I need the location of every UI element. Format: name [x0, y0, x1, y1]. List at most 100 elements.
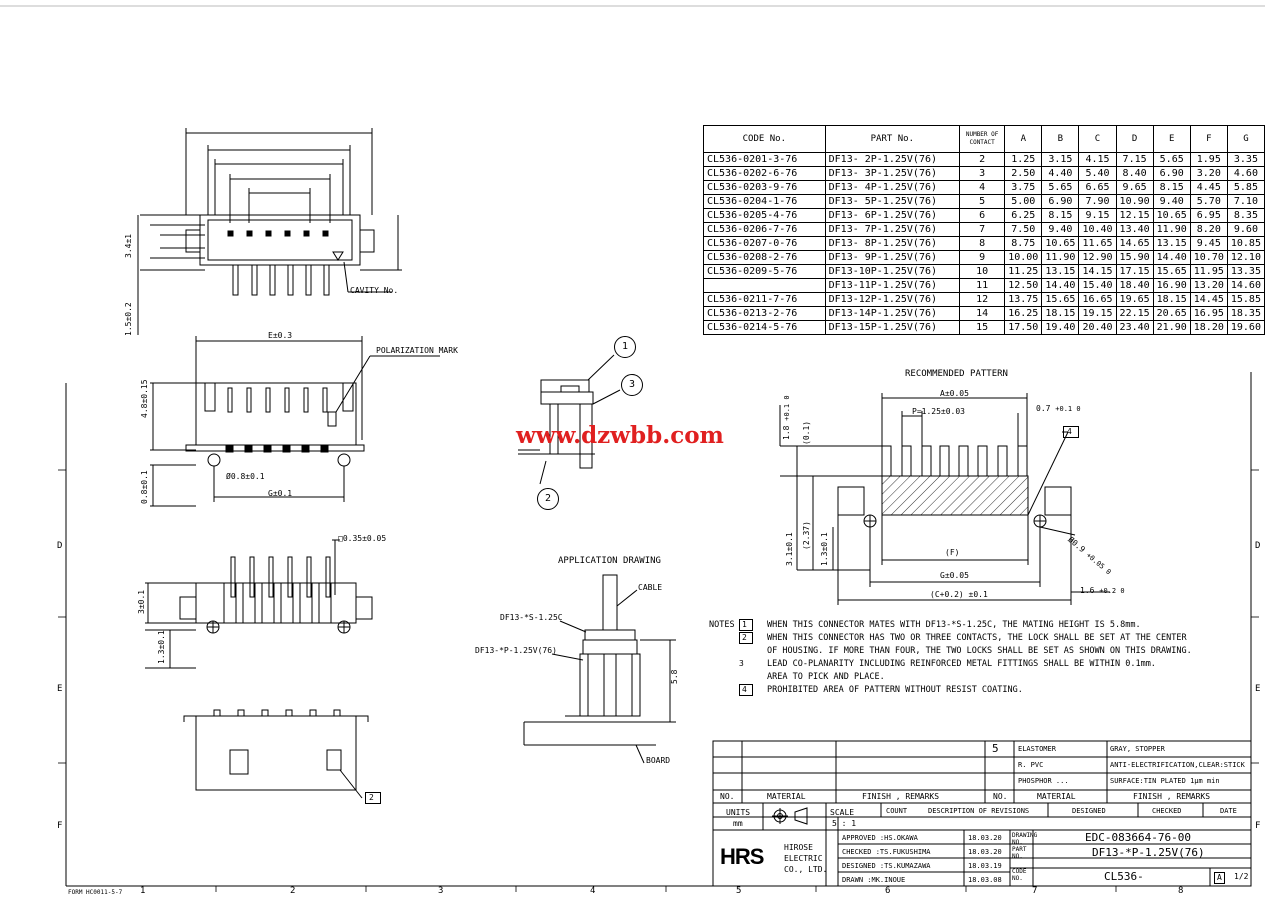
value-cell: 12.90 [1078, 250, 1117, 265]
p-dimension: P=1.25±0.03 [912, 407, 965, 416]
r01-dimension: (0.1) [802, 420, 811, 445]
value-cell: 11.25 [1004, 264, 1043, 279]
code-cell: CL536-0207-0-76 [703, 236, 826, 251]
value-cell: 18.20 [1189, 320, 1228, 335]
material-finish: GRAY, STOPPER [1110, 745, 1165, 753]
checked-by: CHECKED :TS.FUKUSHIMA [842, 848, 931, 856]
value-cell: 19.40 [1041, 320, 1080, 335]
company-logo: HRS [720, 844, 764, 869]
r18-value: 1.8 [782, 425, 791, 440]
code-cell: CL536-0206-7-76 [703, 222, 826, 237]
square-dimension: □0.35±0.05 [338, 534, 387, 543]
column-marker: 5 [736, 886, 742, 896]
a-dimension: A±0.05 [940, 389, 969, 398]
value-cell: 7.90 [1078, 194, 1117, 209]
value-cell: 13.15 [1041, 264, 1080, 279]
value-cell: 5.65 [1152, 152, 1191, 167]
row-marker-left: F [57, 821, 63, 831]
value-cell: 10.65 [1041, 236, 1080, 251]
height-08: 0.8±0.1 [140, 470, 149, 504]
hole-dimension: Ø0.8±0.1 [226, 472, 265, 481]
pattern-title: RECOMMENDED PATTERN [905, 369, 1008, 379]
value-cell: 10.85 [1226, 236, 1265, 251]
value-cell: 8.15 [1041, 208, 1080, 223]
value-cell: 6.95 [1189, 208, 1228, 223]
column-marker: 2 [290, 886, 296, 896]
w16-value: 1.6 [1080, 586, 1095, 595]
cavity-label: CAVITY No. [350, 286, 399, 295]
value-cell: 18.40 [1115, 278, 1154, 293]
value-cell: 10 [959, 264, 1006, 279]
material-no: 5 [992, 742, 999, 755]
column-marker: 8 [1178, 886, 1184, 896]
value-cell: 13.15 [1152, 236, 1191, 251]
row-marker-right: D [1255, 541, 1261, 551]
value-cell: 18.15 [1152, 292, 1191, 307]
value-cell: 10.65 [1152, 208, 1191, 223]
r18-dimension: 1.8 +0.1 0 [782, 395, 792, 440]
column-marker: 7 [1032, 886, 1038, 896]
company-name-3: CO., LTD. [784, 865, 828, 874]
material-finish: SURFACE:TIN PLATED 1μm min [1110, 777, 1220, 785]
r13-dimension: 1.3±0.1 [820, 532, 829, 566]
note-line: WHEN THIS CONNECTOR HAS TWO OR THREE CON… [767, 633, 1187, 643]
value-cell: 3.15 [1041, 152, 1080, 167]
drawn-date: 18.03.08 [968, 876, 1002, 884]
value-cell: 3.20 [1189, 166, 1228, 181]
value-cell: 3.35 [1226, 152, 1265, 167]
board-label: BOARD [646, 756, 671, 765]
value-cell: 8.75 [1004, 236, 1043, 251]
value-cell: 13.35 [1226, 264, 1265, 279]
value-cell: 9.15 [1078, 208, 1117, 223]
value-cell: 5.40 [1078, 166, 1117, 181]
mat-header-material: MATERIAL [767, 792, 806, 801]
designed-label: DESIGNED [1072, 807, 1106, 815]
checked-date: 18.03.20 [968, 848, 1002, 856]
notes-title: NOTES [709, 620, 735, 630]
part-cell: DF13- 3P-1.25V(76) [824, 166, 961, 181]
col-a: A [1004, 125, 1043, 153]
value-cell: 15.65 [1152, 264, 1191, 279]
company-name-1: HIROSE [784, 843, 813, 852]
w07-value: 0.7 [1036, 404, 1051, 413]
mat-header-no-2: NO. [993, 792, 1008, 801]
column-marker: 6 [885, 886, 891, 896]
designed-date: 18.03.19 [968, 862, 1002, 870]
approved-by: APPROVED :HS.OKAWA [842, 834, 918, 842]
value-cell: 17.50 [1004, 320, 1043, 335]
material-name: PHOSPHOR ... [1018, 777, 1069, 785]
balloon-2: 2 [537, 488, 559, 510]
note-number: 3 [739, 659, 744, 668]
height-31: 3±0.1 [137, 589, 146, 614]
r31-dimension: 3.1±0.1 [785, 532, 794, 566]
value-cell: 9.45 [1189, 236, 1228, 251]
revision-mark: A [1214, 872, 1225, 884]
designed-by: DESIGNED :TS.KUMAZAWA [842, 862, 931, 870]
value-cell: 8 [959, 236, 1006, 251]
note-2-flag: 2 [365, 792, 381, 804]
material-finish: ANTI-ELECTRIFICATION,CLEAR:STICK [1110, 761, 1245, 769]
value-cell: 20.65 [1152, 306, 1191, 321]
row-marker-left: E [57, 684, 63, 694]
value-cell: 5.70 [1189, 194, 1228, 209]
note-number: 2 [739, 632, 753, 644]
scale-value: 5 : 1 [832, 819, 857, 828]
part-cell: DF13- 5P-1.25V(76) [824, 194, 961, 209]
value-cell: 3.75 [1004, 180, 1043, 195]
value-cell: 7.15 [1115, 152, 1154, 167]
date-label: DATE [1220, 807, 1237, 815]
col-c: C [1078, 125, 1117, 153]
value-cell: 4.60 [1226, 166, 1265, 181]
value-cell: 14.60 [1226, 278, 1265, 293]
col-code: CODE No. [703, 125, 826, 153]
value-cell: 6.65 [1078, 180, 1117, 195]
g-dimension: G±0.1 [268, 489, 293, 498]
drawn-by: DRAWN :MK.INOUE [842, 876, 906, 884]
height-15: 1.5±0.2 [124, 302, 133, 336]
part-cell: DF13-15P-1.25V(76) [824, 320, 961, 335]
value-cell: 2 [959, 152, 1006, 167]
